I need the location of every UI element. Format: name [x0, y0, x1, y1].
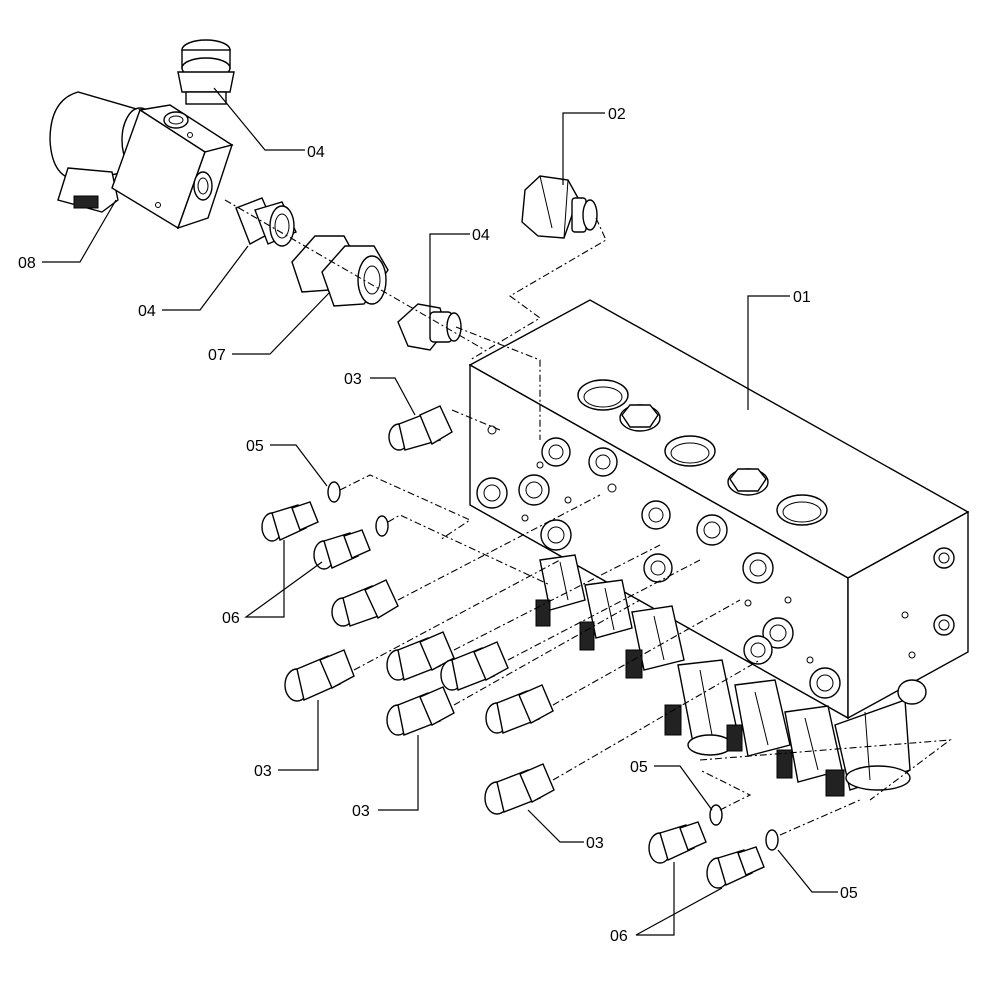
callout-03-upper: 03	[344, 371, 362, 388]
callout-06-lower: 06	[610, 928, 628, 945]
fitting-04-left	[235, 197, 297, 247]
callout-05-lower-left: 05	[630, 759, 648, 776]
washer-05-2	[375, 515, 389, 537]
fitting-03-4	[386, 631, 455, 681]
pilot-valve-assembly	[49, 91, 234, 230]
callout-03-lower-left: 03	[254, 763, 272, 780]
callout-04-top: 04	[307, 144, 325, 161]
callout-04-left: 04	[138, 303, 156, 320]
callout-labels: 02 01 04 04 04 08 07 03 05 06 03 03 03 0…	[18, 106, 858, 945]
fitting-06-3	[648, 821, 707, 864]
callout-03-lower-mid: 03	[352, 803, 370, 820]
fitting-03-7	[485, 684, 554, 734]
fitting-06-4	[706, 846, 765, 889]
callout-02: 02	[608, 106, 626, 123]
fitting-03-2	[331, 579, 399, 627]
washer-05-3	[709, 804, 723, 826]
fitting-04-top	[177, 39, 235, 105]
callout-05-upper: 05	[246, 438, 264, 455]
fitting-03-8	[484, 763, 555, 815]
fitting-03-1	[388, 405, 453, 451]
fitting-06-2	[313, 529, 371, 570]
callout-07: 07	[208, 347, 226, 364]
leader-lines	[42, 87, 838, 936]
callout-06-upper: 06	[222, 610, 240, 627]
plug-02	[521, 175, 598, 239]
callout-03-lower-right: 03	[586, 835, 604, 852]
manifold-block	[468, 299, 970, 720]
washer-05-1	[327, 481, 341, 503]
nut-07	[291, 235, 389, 307]
washer-05-4	[765, 829, 779, 851]
fitting-04-right	[397, 303, 462, 351]
solenoid-coil-row	[535, 554, 927, 797]
callout-08: 08	[18, 255, 36, 272]
fitting-03-6	[386, 686, 455, 736]
callout-01: 01	[793, 289, 811, 306]
fitting-03-3	[284, 649, 355, 702]
callout-05-lower-right: 05	[840, 885, 858, 902]
assembly-center-lines	[224, 199, 952, 836]
fitting-06-1	[261, 501, 319, 542]
callout-04-right: 04	[472, 227, 490, 244]
fitting-03-5	[440, 641, 509, 691]
